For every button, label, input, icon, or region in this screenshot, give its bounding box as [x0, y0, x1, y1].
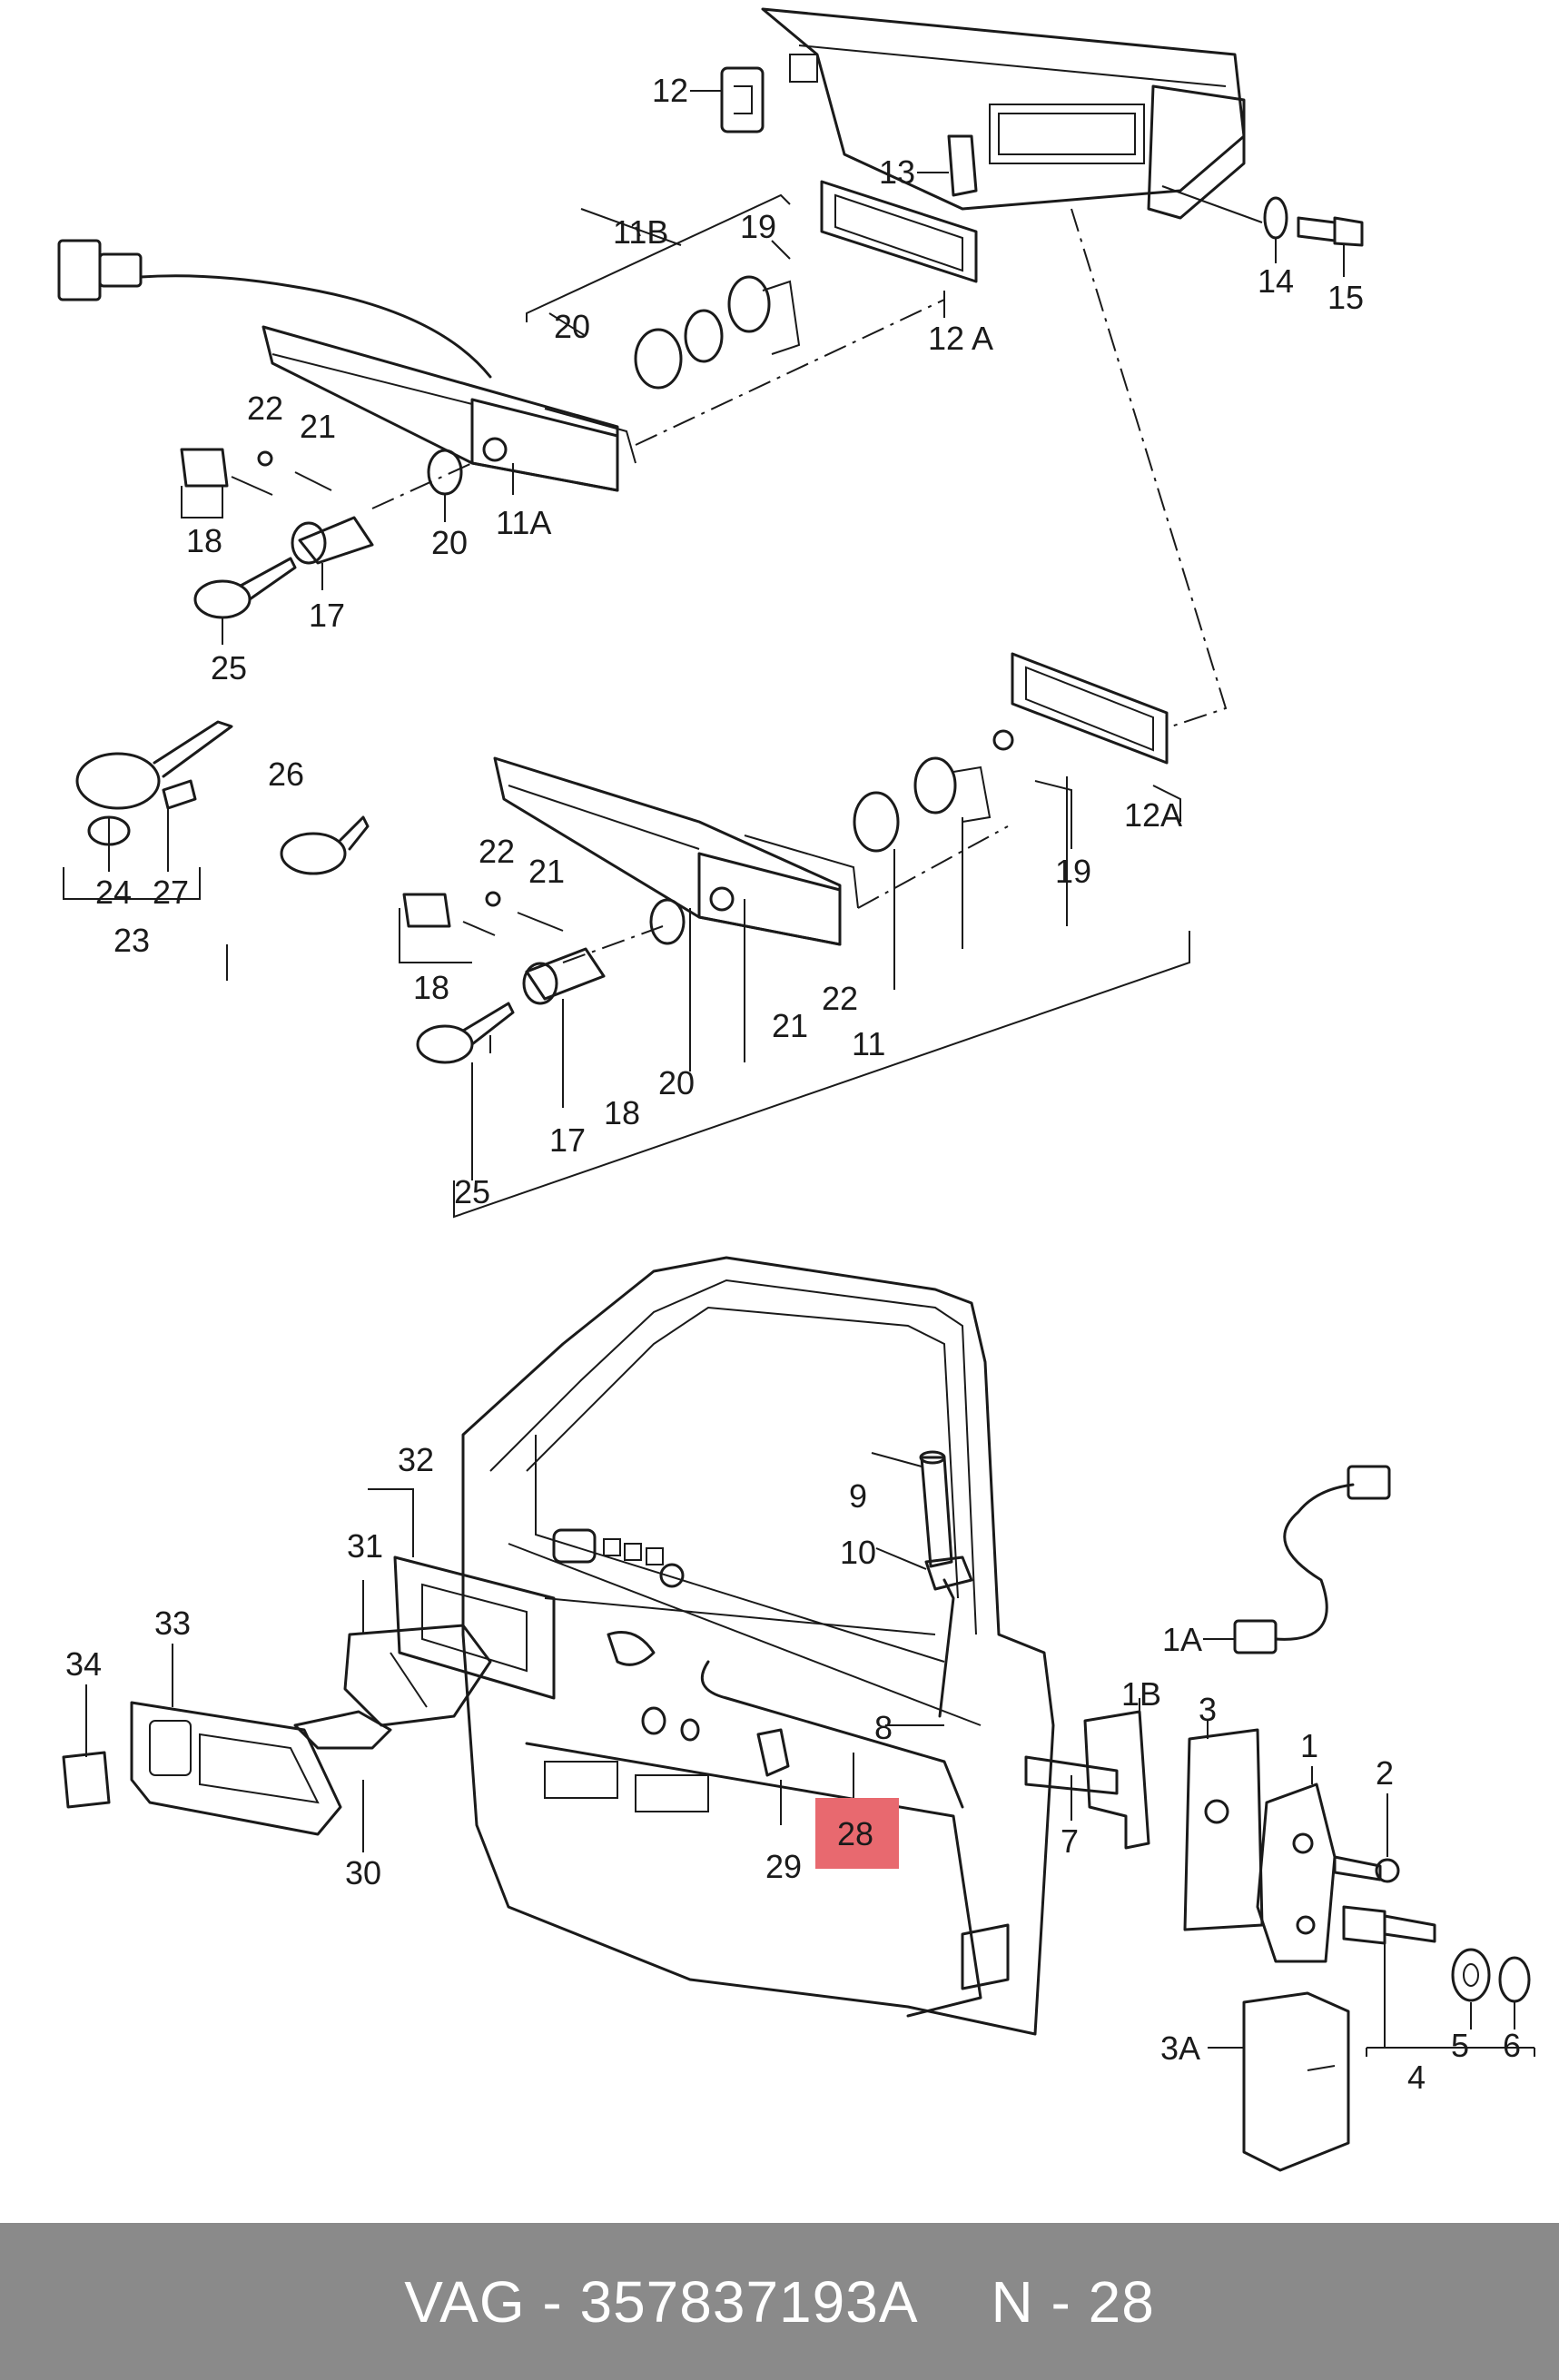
callout-12A-mid: 12A — [1124, 796, 1182, 834]
part-number-footer: VAG - 357837193A N - 28 — [0, 2223, 1559, 2380]
part-31-housing — [343, 1624, 492, 1727]
callout-20-top2: 20 — [431, 524, 468, 561]
callout-31: 31 — [347, 1527, 383, 1565]
part-15-bolt — [1297, 216, 1364, 247]
callout-1: 1 — [1300, 1727, 1318, 1764]
part-7-link — [1024, 1755, 1119, 1795]
callout-11: 11 — [852, 1025, 885, 1062]
part-28-rod — [700, 1578, 964, 1809]
callout-21-top: 21 — [300, 408, 336, 445]
brackets-mid — [63, 776, 1190, 1219]
callout-9: 9 — [849, 1477, 867, 1515]
callout-32: 32 — [398, 1441, 434, 1478]
callout-33: 33 — [154, 1605, 191, 1642]
callout-19-top: 19 — [740, 208, 776, 245]
callout-12: 12 — [652, 72, 688, 109]
key-set-26-23 — [75, 720, 370, 875]
part-12-clip — [720, 66, 765, 133]
callout-30: 30 — [345, 1854, 381, 1891]
part-3A-cover — [1242, 1991, 1350, 2172]
part-14-washer — [1263, 196, 1288, 240]
callout-17-top: 17 — [309, 597, 345, 634]
callout-22-top: 22 — [247, 390, 283, 427]
callout-11B: 11B — [613, 213, 668, 251]
callout-4: 4 — [1407, 2059, 1426, 2096]
callout-11A: 11A — [496, 504, 551, 541]
part-1A-switch-harness — [1233, 1465, 1391, 1654]
part-4-pin — [1342, 1905, 1436, 1945]
callout-21-mid2: 21 — [772, 1007, 808, 1044]
callout-22-mid: 22 — [479, 833, 515, 870]
callout-25-mid: 25 — [454, 1173, 490, 1210]
callout-6: 6 — [1503, 2027, 1521, 2064]
part-6-ring — [1498, 1956, 1531, 2003]
callout-21-mid: 21 — [528, 853, 565, 890]
callout-12A-top: 12 A — [928, 320, 993, 357]
callout-18-mid2: 18 — [604, 1094, 640, 1131]
leader-lines — [85, 90, 1535, 2057]
callout-29: 29 — [765, 1848, 802, 1885]
part-1-lock — [1256, 1783, 1337, 1963]
callout-27: 27 — [153, 874, 189, 911]
callout-3: 3 — [1199, 1691, 1217, 1728]
callout-20-top: 20 — [554, 308, 590, 345]
part-3-lock-plate — [1183, 1728, 1264, 1931]
bracket-11B — [526, 193, 791, 322]
callout-1A: 1A — [1162, 1621, 1202, 1658]
exploded-parts-diagram: 12 13 11B 19 20 12 A 14 15 22 21 18 20 1… — [57, 7, 1535, 2172]
lock-cylinder-parts-top — [180, 275, 801, 619]
part-10-guide — [924, 1555, 973, 1591]
callout-19-mid: 19 — [1055, 853, 1091, 890]
footer-page-reference: N - 28 — [991, 2268, 1155, 2335]
door-panel-top-corner — [761, 7, 1263, 223]
callout-28: 28 — [837, 1815, 873, 1852]
part-33-trim — [130, 1701, 342, 1836]
door-shell — [461, 1256, 1055, 2036]
part-34-cap — [62, 1751, 111, 1809]
lock-cylinder-parts-mid — [402, 729, 1014, 1064]
callout-18-top: 18 — [186, 522, 222, 559]
callout-17-mid: 17 — [549, 1121, 586, 1159]
callout-34: 34 — [65, 1645, 102, 1683]
callout-labels: 12 13 11B 19 20 12 A 14 15 22 21 18 20 1… — [65, 72, 1521, 2096]
callout-8: 8 — [874, 1709, 893, 1746]
callout-22-mid2: 22 — [822, 980, 858, 1017]
part-5-washer — [1451, 1948, 1491, 2002]
wiring-harness-top — [57, 239, 492, 379]
callout-23: 23 — [113, 922, 150, 959]
callout-24: 24 — [95, 874, 132, 911]
callout-7: 7 — [1061, 1822, 1079, 1860]
alignment-lines-mid — [562, 825, 1009, 963]
callout-3A: 3A — [1160, 2029, 1200, 2067]
part-28-highlight — [815, 1798, 899, 1869]
part-13-clip — [947, 134, 978, 197]
callout-25-top: 25 — [211, 649, 247, 686]
part-30-handle — [293, 1710, 392, 1750]
callout-14: 14 — [1258, 262, 1294, 300]
footer-part-number: VAG - 357837193A — [404, 2268, 919, 2335]
part-2-screw — [1333, 1855, 1400, 1883]
part-29-clip — [756, 1728, 790, 1777]
alignment-lines-top — [371, 208, 1228, 727]
callout-2: 2 — [1376, 1754, 1394, 1792]
callout-13: 13 — [879, 153, 915, 191]
callout-10: 10 — [840, 1534, 876, 1571]
callout-15: 15 — [1327, 279, 1364, 316]
callout-20-mid: 20 — [658, 1064, 695, 1101]
part-12A-gasket-top — [820, 180, 978, 283]
part-12A-gasket-mid — [1011, 652, 1169, 765]
part-32-seal — [393, 1555, 556, 1700]
part-11-handle-mid — [493, 756, 859, 946]
part-11A-handle-top — [261, 325, 636, 492]
callout-18-mid: 18 — [413, 969, 449, 1006]
part-9-knob — [919, 1450, 953, 1568]
callout-5: 5 — [1451, 2027, 1469, 2064]
callout-1B: 1B — [1121, 1675, 1161, 1713]
callout-26: 26 — [268, 755, 304, 793]
